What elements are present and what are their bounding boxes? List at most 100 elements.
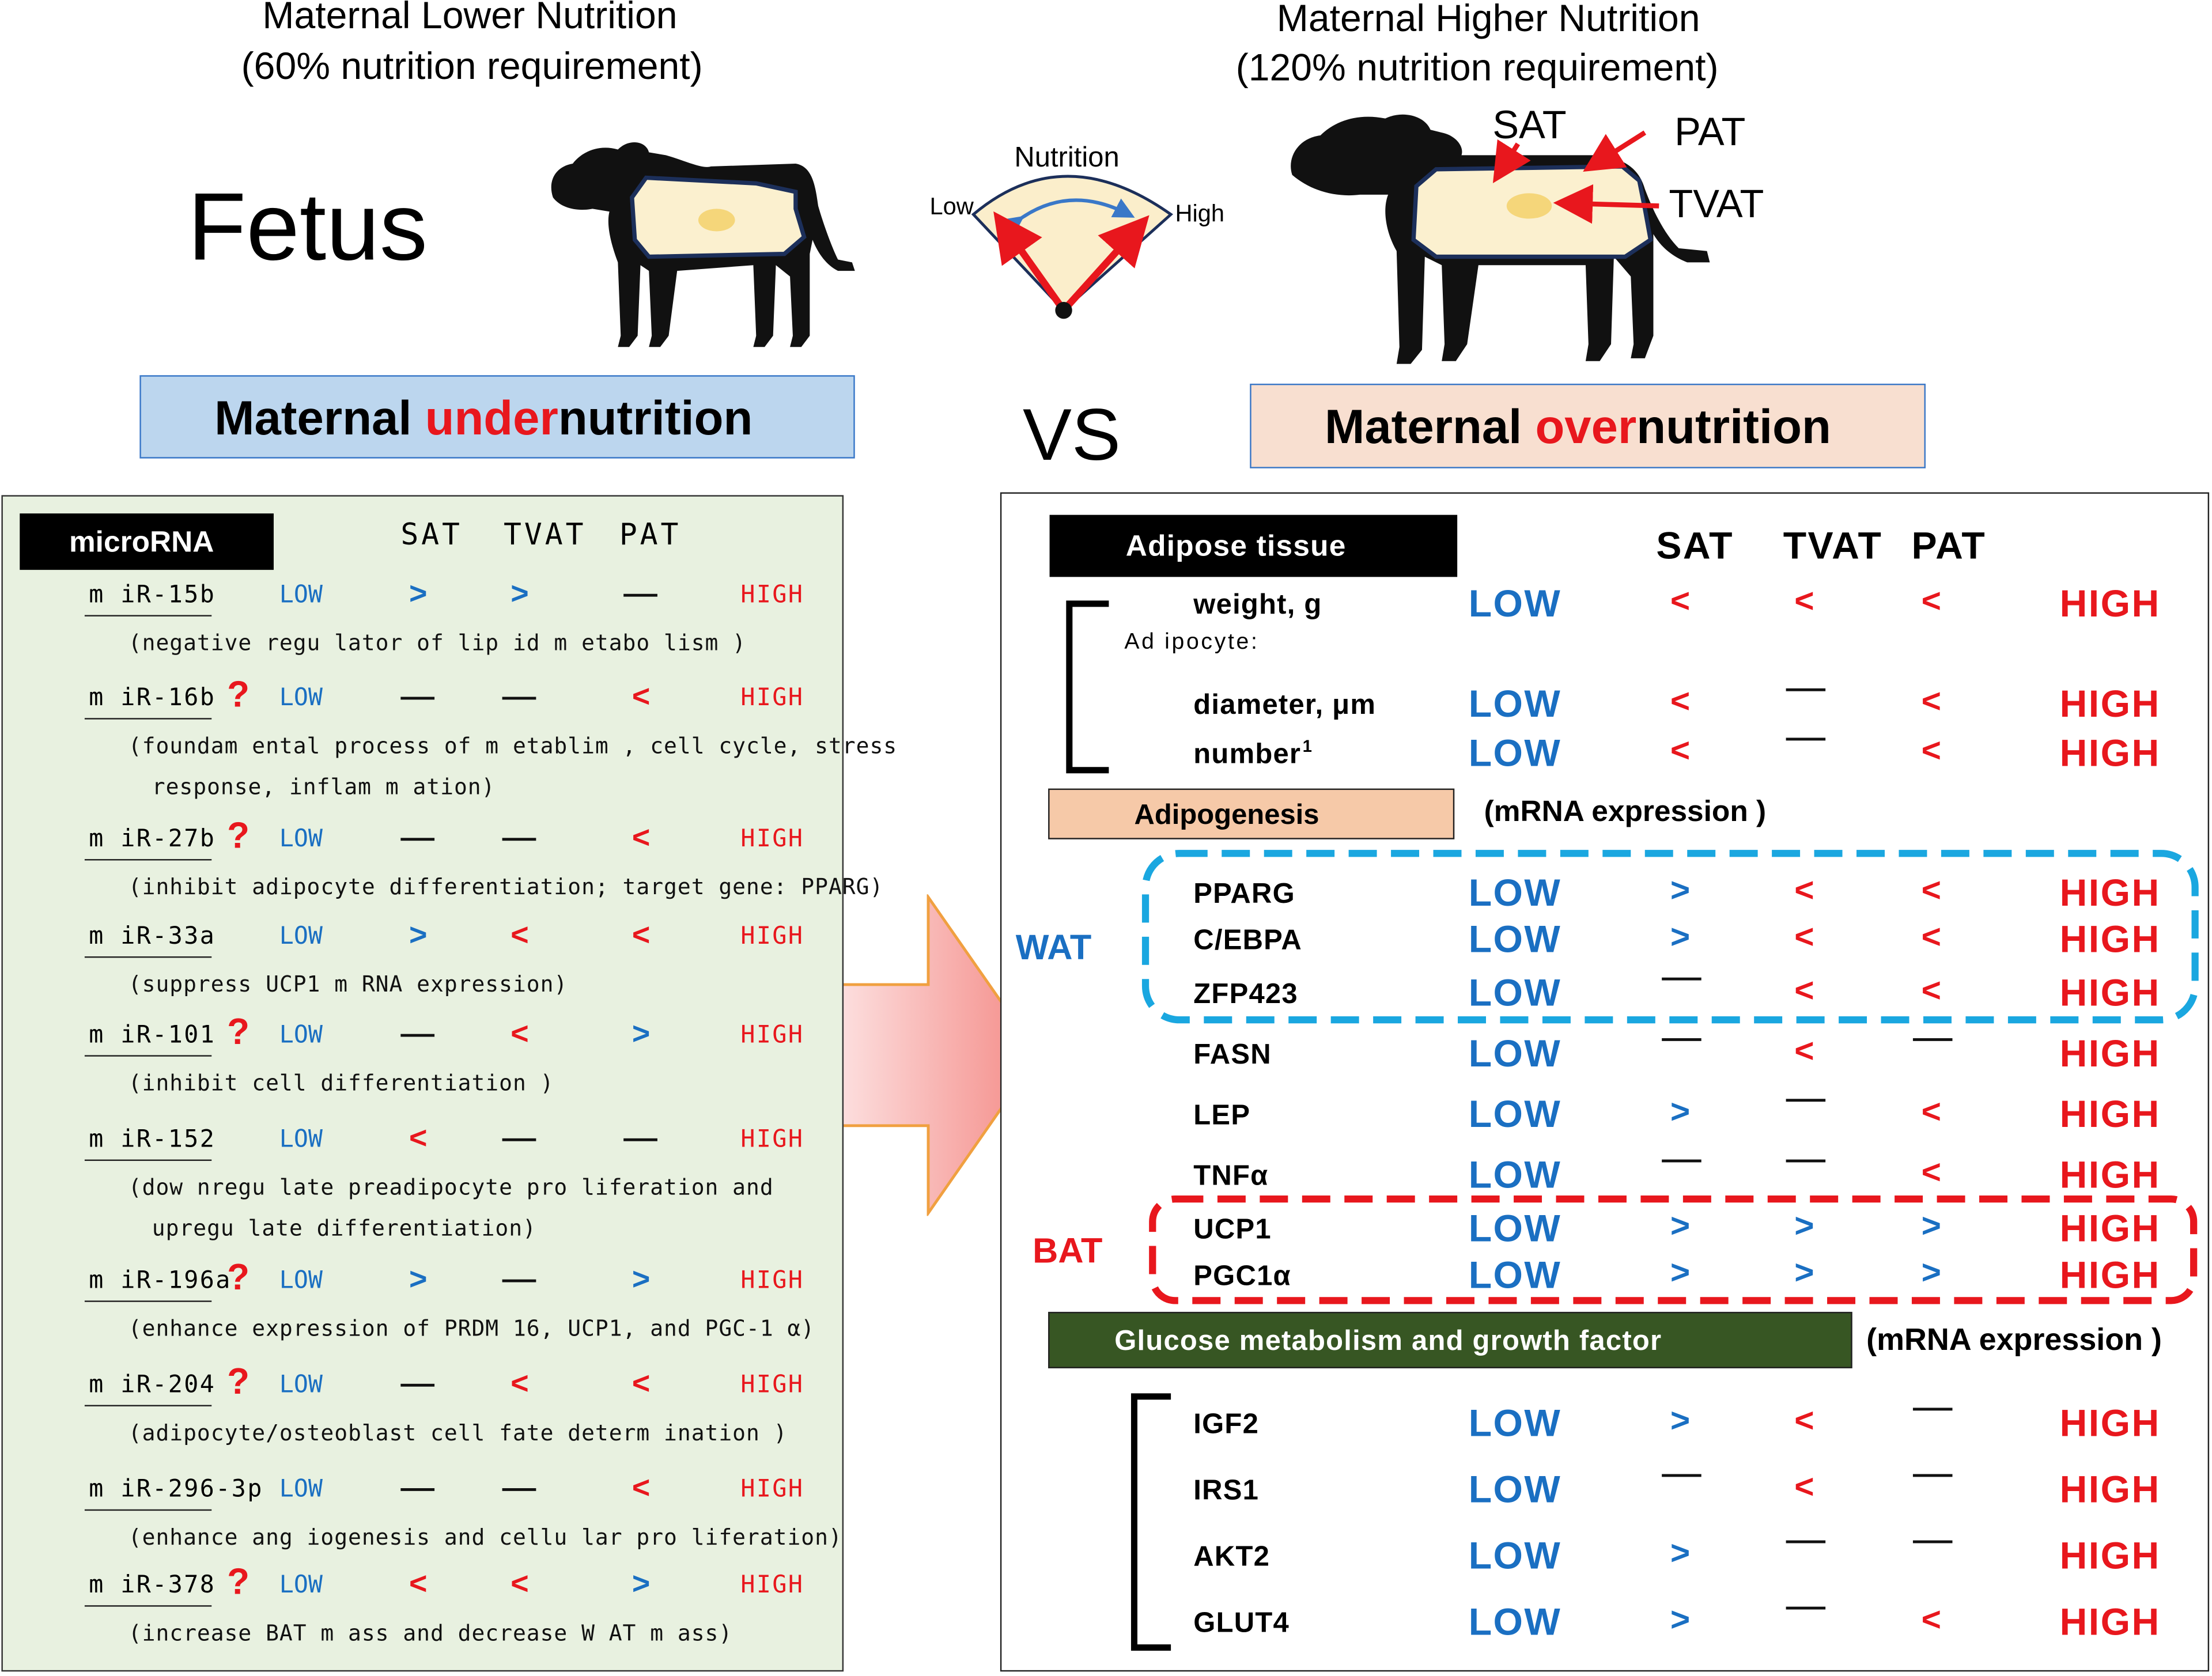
row-equal-mark — [1786, 1099, 1826, 1102]
mirna-description: (enhance ang iogenesis and cellu lar pro… — [128, 1524, 842, 1550]
undernutrition-text: Maternal undernutrition — [214, 392, 753, 446]
row-compare-mark: > — [1670, 1601, 1691, 1639]
row-equal-mark — [1662, 977, 1701, 981]
row-label: diameter, μm — [1193, 690, 1377, 721]
row-low-label: LOW — [1468, 1534, 1562, 1577]
row-label: weight, g — [1193, 589, 1322, 621]
mirna-compare-mark: > — [511, 575, 529, 611]
mirna-compare-mark: > — [632, 1565, 651, 1601]
row-compare-mark: < — [1921, 1093, 1941, 1132]
mir-col-sat: SAT — [400, 517, 463, 552]
row-compare-mark: < — [1794, 1402, 1814, 1440]
row-label: FASN — [1193, 1039, 1272, 1071]
row-compare-mark: < — [1921, 1153, 1941, 1192]
pat-label: PAT — [1674, 109, 1746, 154]
mirna-compare-mark: > — [409, 1261, 428, 1297]
mirna-equal-mark — [400, 1383, 435, 1387]
mirna-description: (inhibit adipocyte differentiation; targ… — [128, 874, 884, 901]
adipocyte-label: Ad ipocyte: — [1124, 630, 1260, 655]
mirna-underline — [84, 615, 212, 616]
mirna-compare-mark: < — [632, 678, 651, 714]
row-low-label: LOW — [1468, 971, 1562, 1015]
mirna-compare-mark: > — [632, 1015, 651, 1051]
row-high-label: HIGH — [2059, 682, 2161, 725]
row-low-label: LOW — [1468, 1153, 1562, 1197]
row-equal-mark — [1786, 737, 1826, 741]
row-compare-mark: < — [1794, 582, 1814, 621]
row-low-label: LOW — [1468, 682, 1562, 725]
row-equal-mark — [1912, 1540, 1953, 1543]
mirna-underline — [84, 1300, 212, 1302]
row-high-label: HIGH — [2059, 1534, 2161, 1577]
mirna-high-label: HIGH — [740, 1266, 804, 1295]
row-low-label: LOW — [1468, 872, 1562, 914]
mirna-underline — [84, 1055, 212, 1057]
mirna-low-label: LOW — [279, 1125, 323, 1154]
mirna-compare-mark: < — [632, 1365, 651, 1401]
row-compare-mark: < — [1921, 582, 1941, 621]
mirna-id: m iR-378 — [89, 1571, 216, 1600]
ad-col-pat: PAT — [1911, 524, 1987, 568]
row-compare-mark: < — [1794, 971, 1814, 1011]
adipose-brackets-boxes — [1066, 600, 2199, 1651]
row-label: PGC1α — [1193, 1261, 1291, 1292]
row-label: LEP — [1193, 1100, 1251, 1132]
tvat-label: TVAT — [1669, 181, 1764, 226]
tissue-pointer-arrows — [1492, 130, 1659, 224]
footnote-superscript: 1 — [1302, 736, 1313, 756]
row-label: PPARG — [1193, 879, 1295, 910]
row-label: TNFα — [1193, 1160, 1269, 1192]
mirna-low-label: LOW — [279, 581, 323, 610]
row-equal-mark — [1786, 1159, 1826, 1163]
mirna-description: (foundam ental process of m etablim , ce… — [128, 733, 898, 759]
row-compare-mark: < — [1921, 971, 1941, 1011]
row-low-label: LOW — [1468, 1254, 1562, 1297]
mirna-description: upregu late differentiation) — [138, 1216, 536, 1242]
mir-col-pat: PAT — [619, 517, 682, 552]
row-compare-mark: > — [1670, 1093, 1691, 1132]
mirna-compare-mark: < — [409, 1119, 428, 1156]
mirna-id: m iR-204 — [89, 1371, 216, 1399]
mirna-equal-mark — [400, 838, 435, 841]
nutrition-gauge — [971, 175, 1174, 319]
mirna-low-label: LOW — [279, 922, 323, 951]
mirna-description: (adipocyte/osteoblast cell fate determ i… — [128, 1420, 788, 1446]
row-label: UCP1 — [1193, 1215, 1272, 1246]
ad-col-sat: SAT — [1656, 524, 1734, 568]
row-low-label: LOW — [1468, 732, 1562, 775]
mirna-underline — [84, 1509, 212, 1511]
row-compare-mark: < — [1670, 732, 1691, 770]
uncertain-mark: ? — [227, 672, 250, 716]
uncertain-mark: ? — [227, 1360, 250, 1402]
row-compare-mark: < — [1921, 682, 1941, 721]
row-high-label: HIGH — [2059, 1468, 2161, 1511]
vs-label: VS — [1023, 395, 1121, 477]
small-calf-silhouette — [551, 142, 855, 347]
row-low-label: LOW — [1468, 1468, 1562, 1511]
row-compare-mark: < — [1794, 872, 1814, 910]
bat-label: BAT — [1033, 1231, 1103, 1271]
mirna-id: m iR-296-3p — [89, 1475, 263, 1504]
row-compare-mark: > — [1794, 1207, 1814, 1246]
row-high-label: HIGH — [2059, 1254, 2161, 1297]
mirna-underline — [84, 1605, 212, 1607]
row-high-label: HIGH — [2059, 918, 2161, 961]
mirna-underline — [84, 859, 212, 861]
mirna-high-label: HIGH — [740, 1371, 804, 1399]
left-subtitle: (60% nutrition requirement) — [241, 45, 703, 88]
row-compare-mark: > — [1670, 918, 1691, 956]
mirna-compare-mark: > — [409, 575, 428, 611]
mirna-underline — [84, 1405, 212, 1406]
row-compare-mark: < — [1794, 918, 1814, 956]
mirna-id: m iR-196a — [89, 1266, 232, 1295]
undernutrition-banner: Maternal undernutrition — [139, 375, 855, 459]
mirna-equal-mark — [400, 1034, 435, 1037]
row-high-label: HIGH — [2059, 582, 2161, 625]
mirna-compare-mark: < — [409, 1565, 428, 1601]
row-equal-mark — [1786, 688, 1826, 691]
row-equal-mark — [1662, 1038, 1701, 1041]
mirna-equal-mark — [400, 1488, 435, 1491]
row-label: C/EBPA — [1193, 925, 1303, 956]
row-compare-mark: < — [1921, 732, 1941, 770]
